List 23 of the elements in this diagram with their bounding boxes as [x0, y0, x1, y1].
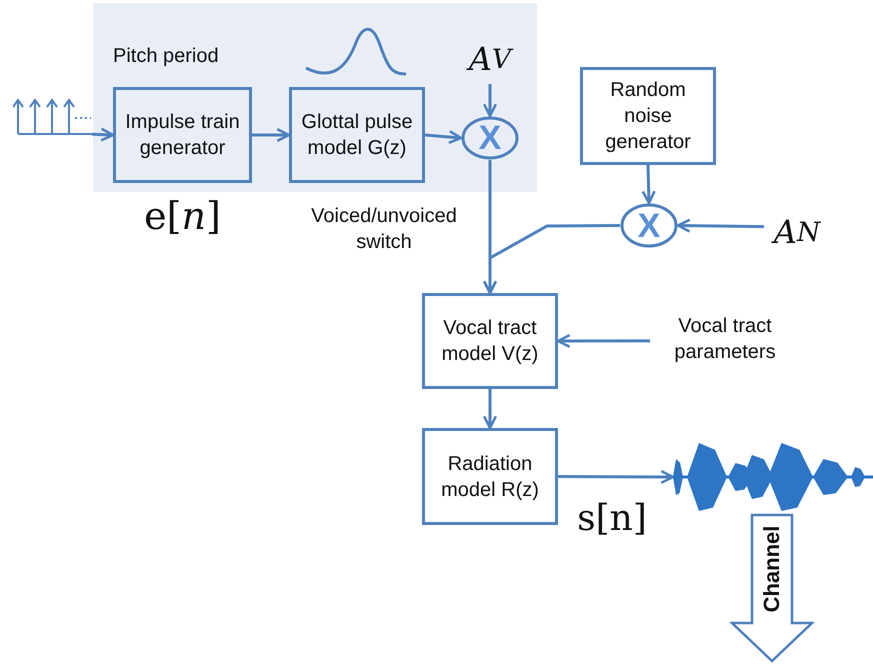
panel-heading: Pitch period [113, 45, 219, 68]
input-label: Vocal tract parameters [650, 308, 800, 370]
multiplier-node: X [620, 203, 678, 248]
process-box: Impulse train generator [113, 87, 252, 183]
multiplier-node: X [461, 116, 519, 160]
arrow [92, 127, 114, 142]
arrow [424, 130, 462, 144]
channel-arrow: Channel [730, 513, 814, 663]
process-box: Random noise generator [580, 67, 716, 165]
process-box: Radiation model R(z) [422, 428, 558, 525]
process-box: Vocal tract model V(z) [422, 293, 558, 389]
arrow [252, 128, 290, 142]
arrow [482, 84, 498, 118]
arrow [482, 224, 620, 294]
arrow [642, 164, 656, 204]
shaded-panel [93, 3, 537, 192]
switch-label: Voiced/unvoiced switch [310, 204, 458, 255]
arrow [676, 218, 764, 233]
arrow [482, 389, 498, 430]
signal-label: e[n] [143, 193, 222, 240]
arrow [556, 334, 650, 348]
arrow [558, 470, 674, 484]
process-box: Glottal pulse model G(z) [289, 87, 425, 183]
